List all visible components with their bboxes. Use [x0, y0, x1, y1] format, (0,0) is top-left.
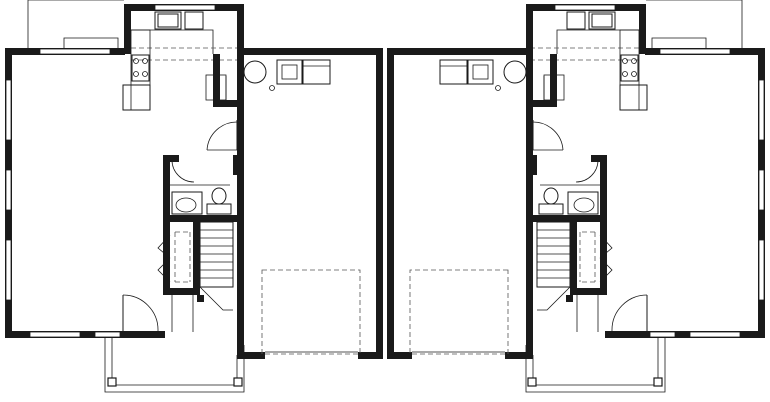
- dishwasher-icon: [184, 11, 204, 30]
- window-icon: [94, 331, 121, 338]
- door-swing-icon: [122, 294, 159, 332]
- rear-patio: [27, 0, 124, 48]
- dryer-icon: [302, 59, 331, 85]
- sink-icon: [154, 11, 182, 30]
- stair-icon: [157, 220, 234, 332]
- left-unit: [5, 0, 383, 393]
- window-icon: [39, 48, 111, 55]
- powder-room: [163, 155, 240, 222]
- porch-post-icon: [107, 377, 117, 387]
- range-icon: [131, 54, 150, 82]
- water-heater-icon: [243, 60, 267, 84]
- door-swing-icon: [206, 120, 238, 151]
- window-icon: [154, 4, 216, 11]
- kitchen: [122, 11, 244, 111]
- living-area-walls: [5, 4, 244, 338]
- laundry: [243, 59, 331, 91]
- porch-post-icon: [233, 377, 243, 387]
- window-icon: [5, 169, 12, 211]
- window-icon: [5, 79, 12, 141]
- garage: [197, 48, 383, 359]
- front-porch: [104, 338, 245, 393]
- refrigerator-icon: [122, 84, 151, 111]
- window-icon: [5, 239, 12, 301]
- right-unit: [386, 0, 766, 393]
- washer-icon: [276, 59, 303, 85]
- lavatory-icon: [171, 191, 203, 215]
- window-icon: [29, 331, 81, 338]
- toilet-icon: [206, 187, 232, 215]
